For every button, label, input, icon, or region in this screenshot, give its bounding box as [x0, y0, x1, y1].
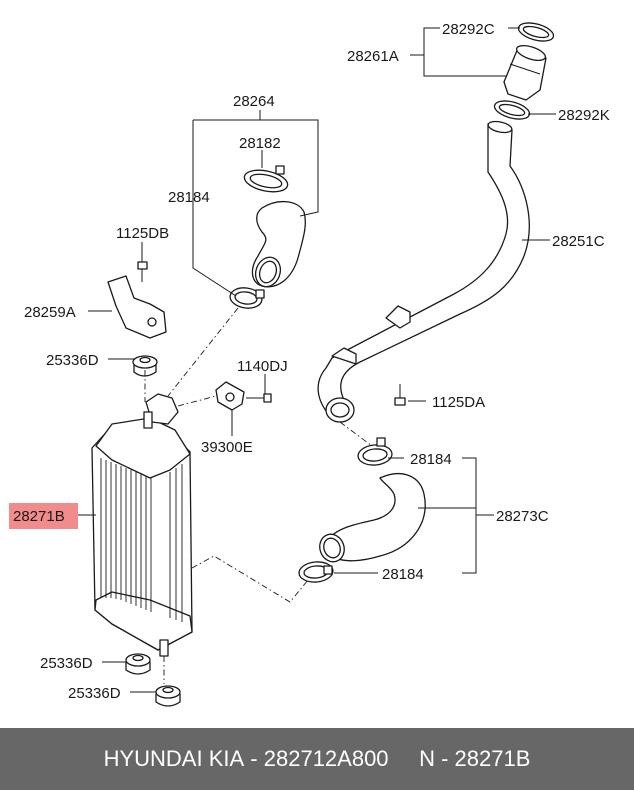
label-28184-low[interactable]: 28184 [382, 566, 424, 583]
leader-lines [78, 27, 556, 693]
assembly-lines [144, 307, 373, 684]
label-28184-mid[interactable]: 28184 [410, 451, 452, 468]
brand-name: HYUNDAI [103, 746, 203, 771]
clamp-28182[interactable] [242, 165, 289, 195]
sensor[interactable] [215, 381, 245, 411]
label-1140dj[interactable]: 1140DJ [237, 358, 288, 375]
label-25336d-top[interactable]: 25336D [46, 352, 99, 369]
label-28261a[interactable]: 28261A [347, 48, 399, 65]
hose-upper[interactable] [251, 201, 306, 291]
part-labels: 28292C 28261A 28292K 28264 28182 28184 2… [13, 21, 610, 702]
label-28264[interactable]: 28264 [233, 93, 275, 110]
part-info-bar: HYUNDAI KIA - 282712A800 N - 28271B [0, 728, 634, 790]
label-28273c[interactable]: 28273C [496, 508, 549, 525]
label-28271b[interactable]: 28271B [13, 508, 65, 525]
label-1125db[interactable]: 1125DB [116, 225, 169, 242]
intercooler[interactable] [91, 393, 193, 657]
highlight-28271b [9, 503, 78, 529]
clamp-28184-top[interactable] [229, 286, 265, 310]
label-28292k[interactable]: 28292K [558, 107, 610, 124]
connector-28261a[interactable] [503, 43, 547, 101]
intercooler-fins [100, 458, 183, 622]
gap [389, 746, 420, 772]
mount-bottom[interactable] [155, 685, 181, 707]
clamp-28292k[interactable] [493, 98, 532, 123]
clamp-28184-mid[interactable] [357, 437, 393, 466]
make-name: KIA [208, 746, 245, 771]
bolt-1140dj[interactable] [246, 393, 272, 403]
label-28292c[interactable]: 28292C [442, 21, 495, 38]
hose-lower[interactable] [316, 473, 426, 566]
mount-top[interactable] [132, 355, 158, 377]
label-28184-top[interactable]: 28184 [168, 189, 210, 206]
label-25336d-mid[interactable]: 25336D [40, 655, 93, 672]
clamp-28184-low[interactable] [298, 561, 334, 584]
label-28182[interactable]: 28182 [239, 135, 281, 152]
label-28259a[interactable]: 28259A [24, 304, 76, 321]
label-39300e[interactable]: 39300E [201, 439, 253, 456]
part-number: 282712A800 [263, 746, 389, 771]
bolt-1125da[interactable] [394, 384, 406, 406]
dash-separator: - [244, 746, 264, 771]
mount-mid[interactable] [125, 653, 151, 675]
bracket[interactable] [107, 275, 167, 339]
ref-number: N - 28271B [419, 746, 531, 771]
pipe-28251c[interactable] [317, 120, 530, 423]
parts-diagram: 28292C 28261A 28292K 28264 28182 28184 2… [9, 20, 610, 707]
label-25336d-bot[interactable]: 25336D [68, 685, 121, 702]
clamp-28292c[interactable] [517, 20, 556, 45]
bolt-1125db[interactable] [137, 261, 148, 282]
label-28251c[interactable]: 28251C [552, 233, 605, 250]
label-1125da[interactable]: 1125DA [432, 394, 485, 411]
